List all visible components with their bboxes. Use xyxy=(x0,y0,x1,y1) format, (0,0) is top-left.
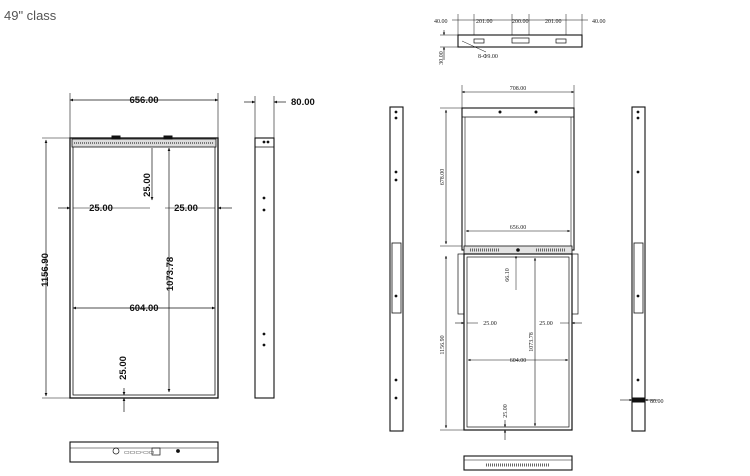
top-bracket-view xyxy=(440,14,588,60)
right-front-assembly xyxy=(440,85,582,440)
upper-height-label: 678.00 xyxy=(440,169,446,186)
side-depth-label: 80.00 xyxy=(650,399,664,405)
right-bottom-view xyxy=(463,455,573,471)
bezel-right-label: 25.00 xyxy=(174,203,198,214)
rw-inner-width-label: 604.00 xyxy=(510,358,527,364)
rw-bezel-bottom-label: 25.00 xyxy=(503,404,509,418)
left-bottom-view: ▭▭▭◦▭▭ xyxy=(69,441,219,463)
inner-height-label: 1073.78 xyxy=(165,257,176,291)
rw-width-label: 656.00 xyxy=(510,225,527,231)
right-side-post-left xyxy=(389,106,404,432)
rw-inner-height-label: 1073.78 xyxy=(529,332,535,352)
rw-bezel-left-label: 25.00 xyxy=(483,321,497,327)
right-side-post-right xyxy=(620,106,658,432)
svg-text:▭▭▭◦▭▭: ▭▭▭◦▭▭ xyxy=(124,450,155,456)
bracket-d7-label: 8-Φ9.00 xyxy=(478,54,498,60)
inner-width-label: 604.00 xyxy=(129,303,158,314)
depth-label: 80.00 xyxy=(291,97,315,108)
bracket-d5-label: 40.00 xyxy=(592,19,606,25)
bracket-d3-label: 200.00 xyxy=(512,19,529,25)
bezel-left-label: 25.00 xyxy=(89,203,113,214)
width-label: 656.00 xyxy=(129,95,158,106)
offset-label: 66.10 xyxy=(505,268,511,282)
page-title: 49" class xyxy=(4,8,57,23)
height-label: 1156.90 xyxy=(40,253,51,287)
rw-bezel-right-label: 25.00 xyxy=(539,321,553,327)
bracket-d2-label: 201.00 xyxy=(476,19,493,25)
top-width-label: 708.00 xyxy=(510,86,527,92)
rw-height-label: 1156.90 xyxy=(440,335,446,354)
bracket-d1-label: 40.00 xyxy=(434,19,448,25)
bezel-bottom-label: 25.00 xyxy=(118,356,129,380)
left-side-view xyxy=(244,96,286,399)
left-front-view xyxy=(42,93,232,412)
bracket-d6-label: 30.00 xyxy=(439,51,445,65)
bracket-d4-label: 201.00 xyxy=(545,19,562,25)
bezel-top-label: 25.00 xyxy=(142,173,153,197)
